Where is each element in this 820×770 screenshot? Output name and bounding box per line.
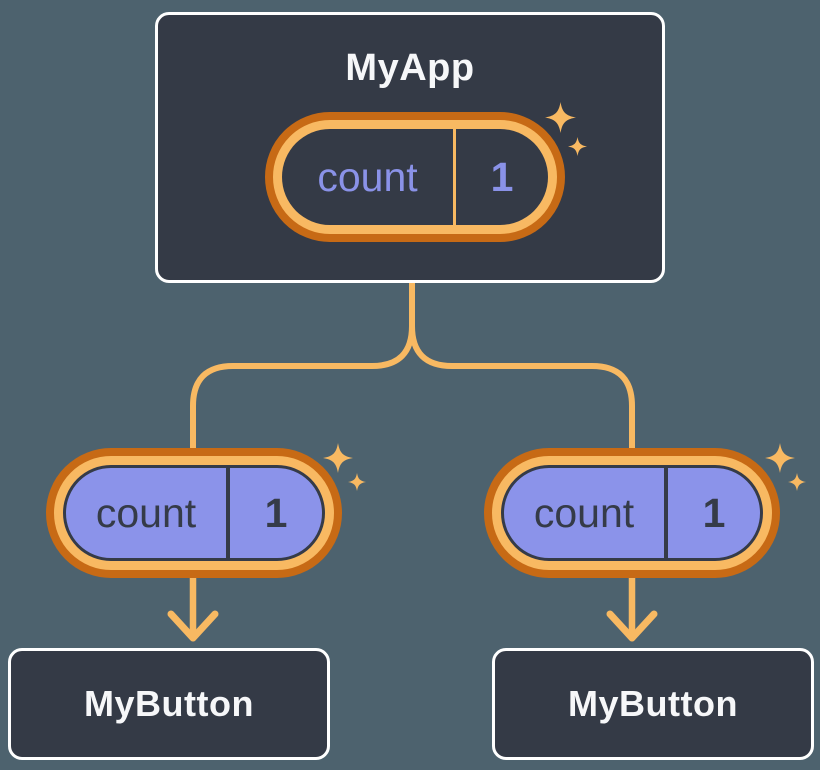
sparkle-icon (348, 473, 366, 491)
node-mybutton-left: MyButton (8, 648, 330, 760)
state-value: 1 (264, 489, 288, 536)
state-label: count (317, 153, 418, 200)
state-label: count (95, 489, 197, 536)
connector-right-branch (409, 280, 635, 461)
arrow-left-head (167, 610, 219, 642)
state-pill-root: count 1 (265, 112, 565, 242)
connector-left-branch (190, 280, 415, 461)
pill-divider (226, 468, 230, 558)
sparkle-icon (323, 443, 353, 473)
node-title: MyButton (84, 683, 254, 724)
pill-divider (664, 468, 668, 558)
state-value: 1 (702, 489, 726, 536)
sparkle-icon (788, 473, 806, 491)
sparkle-icon (545, 102, 576, 133)
node-mybutton-right: MyButton (492, 648, 814, 760)
node-title: MyButton (568, 683, 738, 724)
sparkle-icon (568, 137, 587, 156)
state-label: count (533, 489, 635, 536)
state-pill-right: count 1 (484, 448, 780, 578)
state-value: 1 (490, 153, 514, 200)
pill-divider (453, 129, 456, 225)
node-title: MyApp (345, 47, 475, 89)
arrow-right-head (606, 610, 658, 642)
state-pill-left: count 1 (46, 448, 342, 578)
sparkle-icon (765, 443, 795, 473)
